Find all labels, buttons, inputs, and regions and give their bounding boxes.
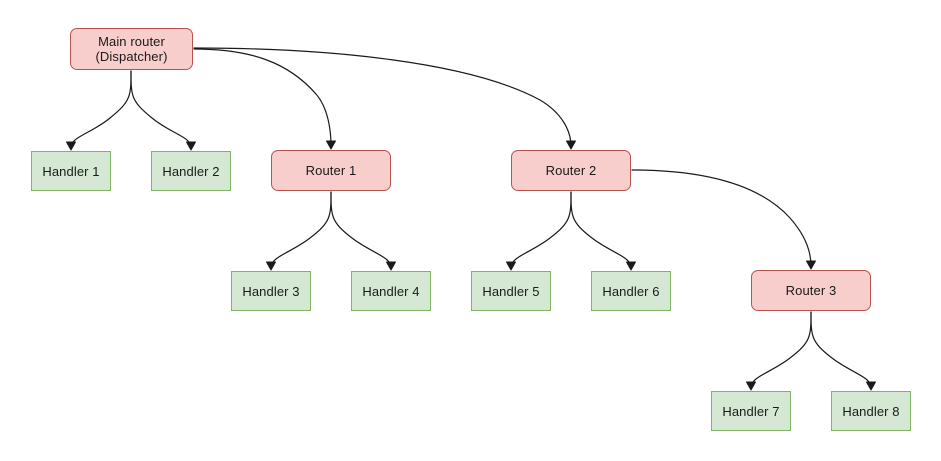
node-label-handler-7: Handler 7 <box>722 403 780 419</box>
node-handler-6[interactable]: Handler 6 <box>591 271 671 311</box>
edge-router-3-to-handler-7 <box>750 311 812 388</box>
arrowhead-e-main-h2 <box>186 141 196 151</box>
edge-router-3-to-handler-8 <box>810 311 872 388</box>
edge-main-router-to-router-1 <box>193 48 332 147</box>
node-label-handler-5: Handler 5 <box>482 283 540 299</box>
node-main-router[interactable]: Main router (Dispatcher) <box>70 28 193 70</box>
node-label-handler-8: Handler 8 <box>842 403 900 419</box>
node-label-main-router: Main router (Dispatcher) <box>95 34 168 64</box>
arrowhead-e-r3-h7 <box>746 381 756 391</box>
edge-router-1-to-handler-3 <box>270 191 332 268</box>
node-label-router-2: Router 2 <box>545 163 597 178</box>
edge-router-2-to-handler-5 <box>510 191 572 268</box>
edge-router-1-to-handler-4 <box>330 191 392 268</box>
arrowhead-e-main-h1 <box>66 141 76 151</box>
arrowhead-e-main-r2 <box>566 140 576 150</box>
edge-router-2-to-handler-6 <box>570 191 632 268</box>
node-label-handler-6: Handler 6 <box>602 283 660 299</box>
edge-main-router-to-router-2 <box>193 47 572 147</box>
edge-main-router-to-handler-2 <box>130 70 192 148</box>
node-router-1[interactable]: Router 1 <box>271 150 391 191</box>
node-router-2[interactable]: Router 2 <box>511 150 631 191</box>
node-label-handler-1: Handler 1 <box>42 163 100 179</box>
arrowhead-e-r2-h5 <box>506 261 516 271</box>
arrowhead-e-r2-r3 <box>806 260 816 270</box>
node-label-router-1: Router 1 <box>305 163 357 178</box>
node-router-3[interactable]: Router 3 <box>751 270 871 311</box>
edge-router-2-to-router-3 <box>631 169 812 267</box>
node-handler-7[interactable]: Handler 7 <box>711 391 791 431</box>
node-handler-2[interactable]: Handler 2 <box>151 151 231 191</box>
arrowhead-e-main-r1 <box>326 140 336 150</box>
node-label-handler-3: Handler 3 <box>242 283 300 299</box>
node-handler-3[interactable]: Handler 3 <box>231 271 311 311</box>
node-handler-4[interactable]: Handler 4 <box>351 271 431 311</box>
node-handler-5[interactable]: Handler 5 <box>471 271 551 311</box>
node-label-router-3: Router 3 <box>785 283 837 298</box>
edge-main-router-to-handler-1 <box>70 70 132 148</box>
arrowhead-e-r2-h6 <box>626 261 636 271</box>
node-handler-1[interactable]: Handler 1 <box>31 151 111 191</box>
node-label-handler-2: Handler 2 <box>162 163 220 179</box>
node-handler-8[interactable]: Handler 8 <box>831 391 911 431</box>
arrowhead-e-r1-h4 <box>386 261 396 271</box>
arrowhead-e-r1-h3 <box>266 261 276 271</box>
node-label-handler-4: Handler 4 <box>362 283 420 299</box>
arrowhead-e-r3-h8 <box>866 381 876 391</box>
